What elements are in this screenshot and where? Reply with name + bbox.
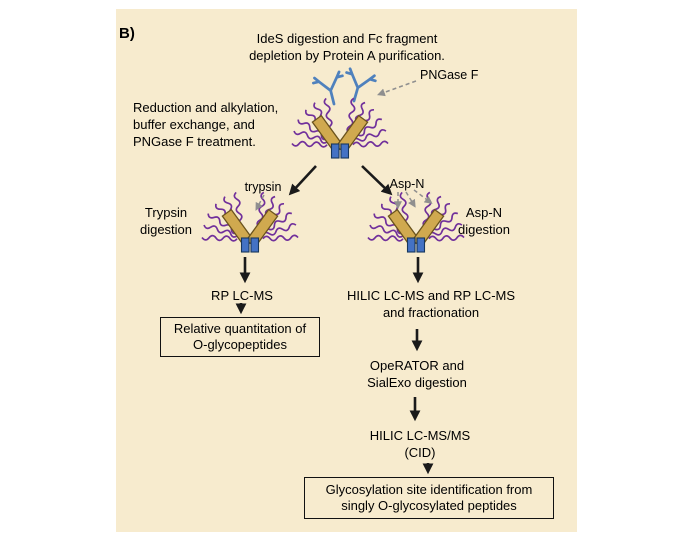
- step-line: HILIC LC-MS and RP LC-MS: [346, 288, 516, 303]
- step-line: OpeRATOR and: [369, 358, 465, 373]
- panel-label: B): [119, 25, 135, 42]
- operator-sialexo-label: OpeRATOR and SialExo digestion: [367, 357, 467, 391]
- box-line: O-glycopeptides: [193, 337, 287, 352]
- step-line: (CID): [404, 445, 436, 460]
- step-line: depletion by Protein A purification.: [249, 48, 445, 63]
- workflow-panel: [116, 9, 577, 532]
- step-line: SialExo digestion: [367, 375, 467, 390]
- step-line: PNGase F treatment.: [133, 134, 256, 149]
- step-line: IdeS digestion and Fc fragment: [256, 31, 438, 46]
- step-line: Asp-N: [465, 205, 503, 220]
- box-line: singly O-glycosylated peptides: [341, 498, 517, 513]
- step-line: buffer exchange, and: [133, 117, 255, 132]
- hilic-msms-label: HILIC LC-MS/MS (CID): [370, 427, 470, 461]
- pngase-enzyme-label: PNGase F: [420, 68, 479, 82]
- trypsin-enzyme-label: trypsin: [244, 180, 282, 194]
- trypsin-digestion-label: Trypsin digestion: [140, 204, 192, 238]
- aspn-digestion-label: Asp-N digestion: [458, 204, 510, 238]
- aspn-enzyme-label: Asp-N: [389, 177, 425, 191]
- step-line: HILIC LC-MS/MS: [369, 428, 471, 443]
- hilic-fractionation-label: HILIC LC-MS and RP LC-MS and fractionati…: [347, 287, 515, 321]
- step-line: digestion: [457, 222, 511, 237]
- step-reduction-alkylation: Reduction and alkylation, buffer exchang…: [133, 99, 278, 150]
- step-line: Trypsin: [144, 205, 188, 220]
- relative-quantitation-box: Relative quantitation of O-glycopeptides: [160, 317, 320, 357]
- step-line: digestion: [139, 222, 193, 237]
- box-line: Relative quantitation of: [173, 321, 307, 336]
- box-line: Glycosylation site identification from: [325, 482, 533, 497]
- rp-lcms-label: RP LC-MS: [211, 288, 273, 303]
- step-line: and fractionation: [382, 305, 480, 320]
- glycosylation-site-id-box: Glycosylation site identification from s…: [304, 477, 554, 519]
- step-ides-digestion: IdeS digestion and Fc fragment depletion…: [249, 30, 445, 64]
- step-line: Reduction and alkylation,: [133, 100, 279, 115]
